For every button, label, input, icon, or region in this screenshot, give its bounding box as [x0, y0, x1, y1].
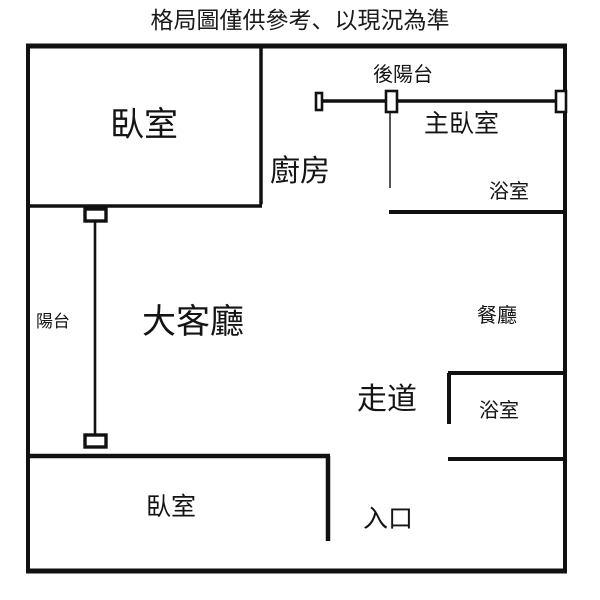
room-label-bedroom-top: 臥室: [110, 105, 178, 145]
door-marker-rear-mid: [384, 89, 399, 114]
bedroom-top-walls: [28, 45, 300, 208]
room-label-kitchen: 廚房: [270, 154, 330, 189]
outer-wall-group: [26, 43, 567, 574]
bedroom-bottom-walls: [28, 453, 331, 541]
page-title: 格局圖僅供參考、以現況為準: [150, 8, 450, 34]
door-marker-balcony-upper: [83, 207, 108, 223]
room-label-master-bedroom: 主臥室: [424, 109, 500, 138]
room-label-hallway: 走道: [357, 382, 417, 417]
room-label-living-room: 大客廳: [142, 302, 244, 342]
rear-balcony-group: [314, 89, 568, 188]
room-label-balcony-front: 陽台: [36, 312, 70, 332]
bathroom-second-walls: [447, 371, 566, 461]
room-label-bathroom-second: 浴室: [479, 398, 519, 422]
door-marker-rear-left: [314, 91, 324, 112]
room-label-dining-room: 餐廳: [477, 303, 517, 327]
balcony-front-group: [83, 207, 108, 449]
room-label-bedroom-bottom: 臥室: [146, 492, 197, 521]
room-label-bathroom-master: 浴室: [489, 179, 529, 203]
room-label-rear-balcony: 後陽台: [373, 62, 433, 86]
room-label-entrance: 入口: [363, 504, 414, 533]
door-marker-rear-right: [554, 89, 568, 114]
door-marker-balcony-lower: [83, 433, 108, 449]
